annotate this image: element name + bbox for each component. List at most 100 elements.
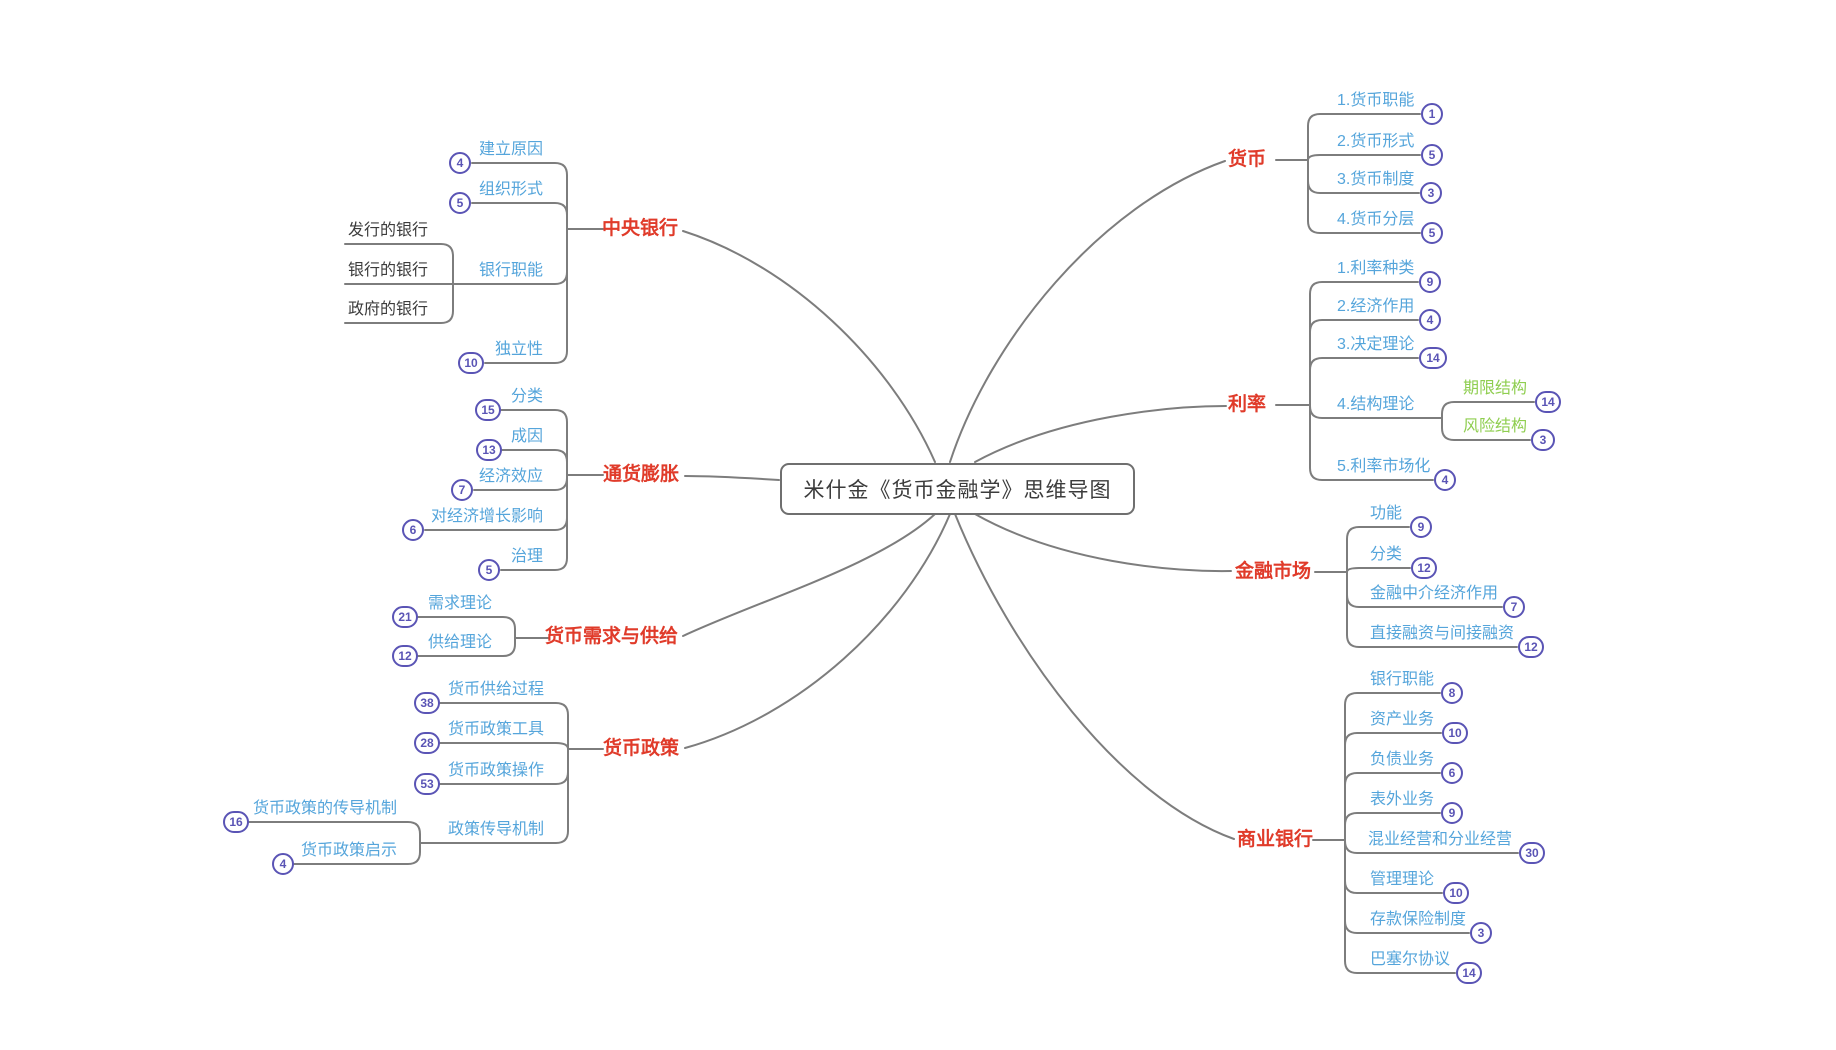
subchild-node[interactable]: 政府的银行 xyxy=(348,301,429,318)
count-badge[interactable]: 7 xyxy=(451,479,473,501)
child-node[interactable]: 供给理论 xyxy=(427,634,492,651)
count-badge[interactable]: 3 xyxy=(1420,182,1442,204)
count-badge[interactable]: 10 xyxy=(1442,722,1468,744)
child-node[interactable]: 5.利率市场化 xyxy=(1337,458,1431,475)
count-badge[interactable]: 21 xyxy=(392,606,418,628)
count-badge[interactable]: 12 xyxy=(1411,557,1437,579)
branch-node-1[interactable]: 利率 xyxy=(1228,394,1267,415)
child-node[interactable]: 组织形式 xyxy=(478,181,543,198)
count-badge[interactable]: 4 xyxy=(449,152,471,174)
child-node[interactable]: 4.结构理论 xyxy=(1337,396,1415,413)
branch-node-2[interactable]: 金融市场 xyxy=(1235,561,1312,582)
count-badge[interactable]: 5 xyxy=(1421,222,1443,244)
child-node[interactable]: 货币政策操作 xyxy=(447,762,544,779)
count-badge[interactable]: 38 xyxy=(414,692,440,714)
count-badge[interactable]: 30 xyxy=(1519,842,1545,864)
count-badge[interactable]: 6 xyxy=(402,519,424,541)
count-badge[interactable]: 8 xyxy=(1441,682,1463,704)
child-node[interactable]: 治理 xyxy=(510,548,543,565)
count-badge[interactable]: 3 xyxy=(1531,429,1555,451)
branch-node-6[interactable]: 货币需求与供给 xyxy=(544,626,678,647)
count-badge[interactable]: 16 xyxy=(223,811,249,833)
count-badge[interactable]: 10 xyxy=(1443,882,1469,904)
central-topic[interactable]: 米什金《货币金融学》思维导图 xyxy=(780,463,1135,515)
count-badge[interactable]: 7 xyxy=(1503,596,1525,618)
subchild-node[interactable]: 银行的银行 xyxy=(348,262,429,279)
count-badge[interactable]: 15 xyxy=(475,399,501,421)
child-node[interactable]: 巴塞尔协议 xyxy=(1370,951,1451,968)
count-badge[interactable]: 4 xyxy=(1419,309,1441,331)
count-badge[interactable]: 12 xyxy=(1518,636,1544,658)
count-badge[interactable]: 53 xyxy=(414,773,440,795)
count-badge[interactable]: 10 xyxy=(458,352,484,374)
child-node[interactable]: 政策传导机制 xyxy=(447,821,544,838)
child-node[interactable]: 建立原因 xyxy=(478,141,543,158)
subchild-node[interactable]: 发行的银行 xyxy=(348,222,429,239)
child-node[interactable]: 货币供给过程 xyxy=(447,681,544,698)
branch-curve xyxy=(949,160,1226,463)
subchild-node[interactable]: 货币政策启示 xyxy=(300,842,397,859)
connector-elbow xyxy=(1307,113,1421,161)
count-badge[interactable]: 28 xyxy=(414,732,440,754)
connector-elbow xyxy=(417,637,516,657)
child-node[interactable]: 对经济增长影响 xyxy=(430,508,543,525)
branch-node-3[interactable]: 商业银行 xyxy=(1237,829,1314,850)
child-node[interactable]: 货币政策工具 xyxy=(447,721,544,738)
count-badge[interactable]: 6 xyxy=(1441,762,1463,784)
count-badge[interactable]: 5 xyxy=(1421,144,1443,166)
child-node[interactable]: 经济效应 xyxy=(478,468,543,485)
subchild-node[interactable]: 风险结构 xyxy=(1463,418,1528,435)
count-badge[interactable]: 9 xyxy=(1441,802,1463,824)
count-badge[interactable]: 14 xyxy=(1535,391,1561,413)
child-node[interactable]: 1.货币职能 xyxy=(1337,92,1415,109)
branch-node-7[interactable]: 货币政策 xyxy=(602,738,679,759)
child-node[interactable]: 管理理论 xyxy=(1370,871,1435,888)
child-node[interactable]: 银行职能 xyxy=(478,262,543,279)
child-node[interactable]: 资产业务 xyxy=(1370,711,1435,728)
count-badge[interactable]: 1 xyxy=(1421,103,1443,125)
child-node[interactable]: 1.利率种类 xyxy=(1337,260,1415,277)
child-node[interactable]: 2.经济作用 xyxy=(1337,298,1415,315)
count-badge[interactable]: 9 xyxy=(1419,271,1441,293)
child-node[interactable]: 独立性 xyxy=(494,341,543,358)
child-node[interactable]: 3.货币制度 xyxy=(1337,171,1415,188)
child-node[interactable]: 3.决定理论 xyxy=(1337,336,1415,353)
child-node[interactable]: 成因 xyxy=(510,428,543,445)
count-badge[interactable]: 5 xyxy=(449,192,471,214)
child-node[interactable]: 2.货币形式 xyxy=(1337,133,1415,150)
child-node[interactable]: 混业经营和分业经营 xyxy=(1368,831,1513,848)
child-node[interactable]: 直接融资与间接融资 xyxy=(1370,625,1515,642)
subchild-node[interactable]: 货币政策的传导机制 xyxy=(252,800,397,817)
child-node[interactable]: 存款保险制度 xyxy=(1370,911,1467,928)
child-node[interactable]: 表外业务 xyxy=(1370,791,1435,808)
branch-node-4[interactable]: 中央银行 xyxy=(601,218,678,239)
child-node[interactable]: 分类 xyxy=(1370,546,1403,563)
connector-elbow xyxy=(1344,732,1442,841)
count-badge[interactable]: 3 xyxy=(1470,922,1492,944)
child-node[interactable]: 需求理论 xyxy=(427,595,492,612)
subchild-node[interactable]: 期限结构 xyxy=(1463,380,1528,397)
child-node[interactable]: 分类 xyxy=(510,388,543,405)
connector-elbow xyxy=(1346,567,1411,573)
count-badge[interactable]: 14 xyxy=(1456,962,1482,984)
child-node[interactable]: 4.货币分层 xyxy=(1337,211,1415,228)
count-badge[interactable]: 12 xyxy=(392,645,418,667)
child-node[interactable]: 功能 xyxy=(1370,505,1403,522)
connector-elbow xyxy=(1307,159,1421,234)
branch-node-5[interactable]: 通货膨胀 xyxy=(602,464,679,485)
connector-elbow xyxy=(471,162,568,230)
child-node[interactable]: 金融中介经济作用 xyxy=(1370,585,1499,602)
child-node[interactable]: 银行职能 xyxy=(1370,671,1435,688)
count-badge[interactable]: 4 xyxy=(272,853,294,875)
connector-elbow xyxy=(1441,417,1531,441)
count-badge[interactable]: 5 xyxy=(478,559,500,581)
connector-elbow xyxy=(1309,404,1434,481)
branch-node-0[interactable]: 货币 xyxy=(1228,149,1267,170)
count-badge[interactable]: 13 xyxy=(476,439,502,461)
count-badge[interactable]: 9 xyxy=(1410,516,1432,538)
child-node[interactable]: 负债业务 xyxy=(1370,751,1435,768)
count-badge[interactable]: 4 xyxy=(1434,469,1456,491)
connector-elbow xyxy=(1309,281,1419,406)
count-badge[interactable]: 14 xyxy=(1419,347,1447,369)
